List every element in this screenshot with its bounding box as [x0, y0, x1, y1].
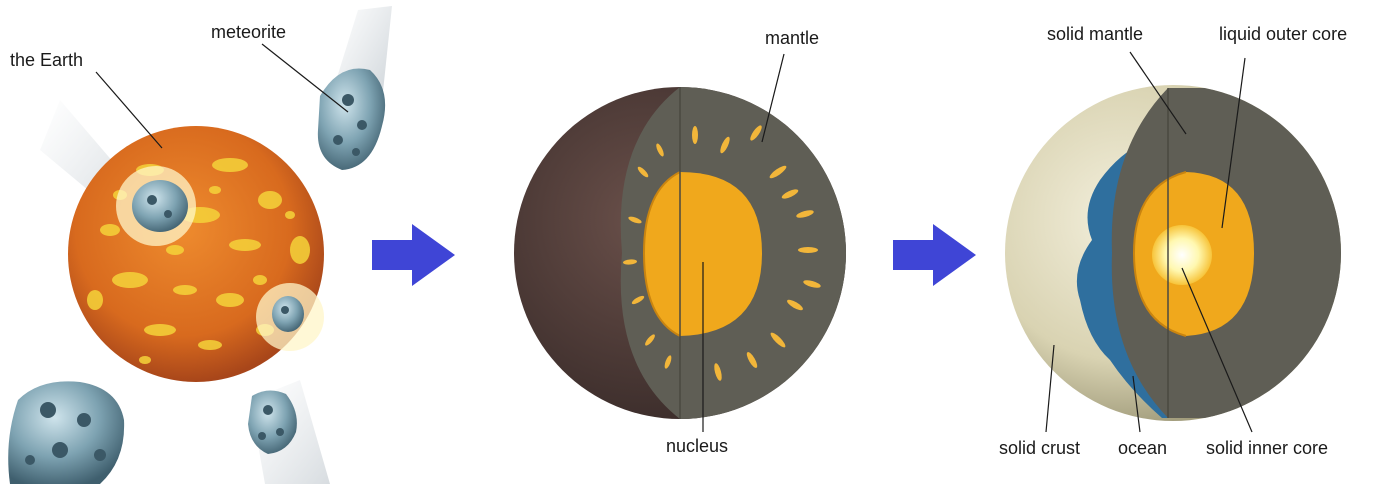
label-solid-mantle: solid mantle	[1047, 24, 1143, 44]
panel-modern-earth	[1005, 52, 1360, 432]
label-mantle: mantle	[765, 28, 819, 48]
panel-differentiated-earth	[514, 54, 860, 432]
label-solid-crust: solid crust	[999, 438, 1080, 458]
impacting-meteorite	[272, 296, 304, 332]
meteorite-rock	[318, 68, 385, 170]
label-liquid-outer-core: liquid outer core	[1219, 24, 1347, 44]
solid-inner-core	[1152, 225, 1212, 285]
label-the-earth: the Earth	[10, 50, 83, 70]
label-meteorite: meteorite	[211, 22, 286, 42]
arrow-icon	[893, 224, 976, 286]
label-solid-inner-core: solid inner core	[1206, 438, 1328, 458]
impacting-meteorite	[132, 180, 188, 232]
arrow-icon	[372, 224, 455, 286]
panel-molten-earth	[8, 6, 392, 484]
label-nucleus: nucleus	[666, 436, 728, 456]
meteorite-rock	[8, 381, 124, 484]
leader-line-earth	[96, 72, 162, 148]
label-ocean: ocean	[1118, 438, 1167, 458]
